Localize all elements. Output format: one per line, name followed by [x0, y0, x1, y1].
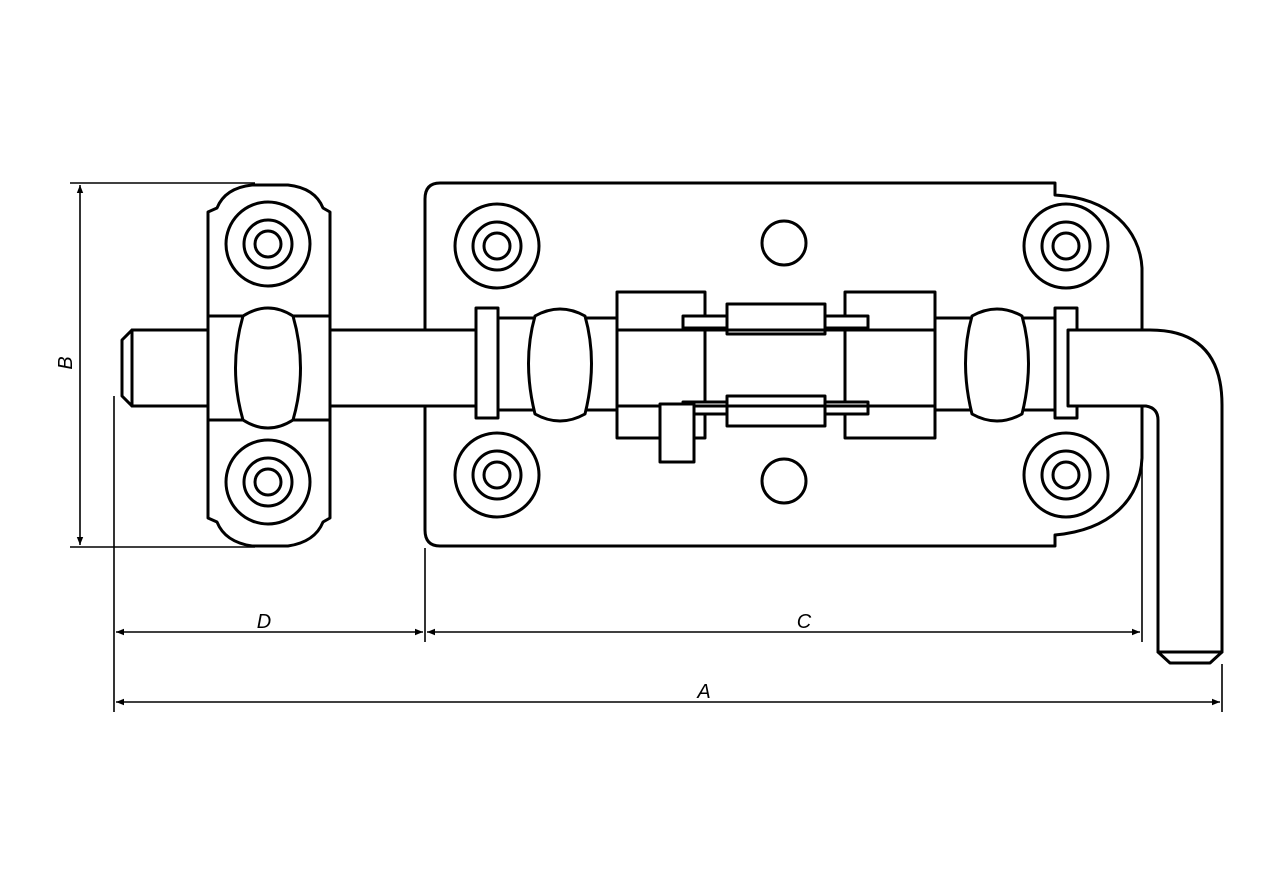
plain-hole	[760, 219, 808, 267]
dimension-c: C	[427, 406, 1143, 642]
screw-hole	[224, 438, 312, 526]
screw-hole	[453, 431, 541, 519]
screw-hole	[453, 202, 541, 290]
screw-holes	[224, 200, 1110, 526]
screw-hole	[224, 200, 312, 288]
dimension-c-label: C	[797, 611, 812, 633]
screw-hole	[1022, 202, 1110, 290]
dimension-b: B	[55, 182, 255, 548]
dimension-d: D	[113, 396, 426, 712]
dimension-d-label: D	[257, 611, 271, 633]
dimension-a: A	[116, 664, 1223, 712]
plain-hole	[760, 457, 808, 505]
keeper-collar	[206, 306, 332, 430]
screw-hole	[1022, 431, 1110, 519]
dimension-b-label: B	[55, 356, 77, 369]
bolt-handle	[1066, 328, 1224, 665]
bolt-knob	[658, 402, 696, 464]
dimension-a-label: A	[696, 681, 710, 703]
